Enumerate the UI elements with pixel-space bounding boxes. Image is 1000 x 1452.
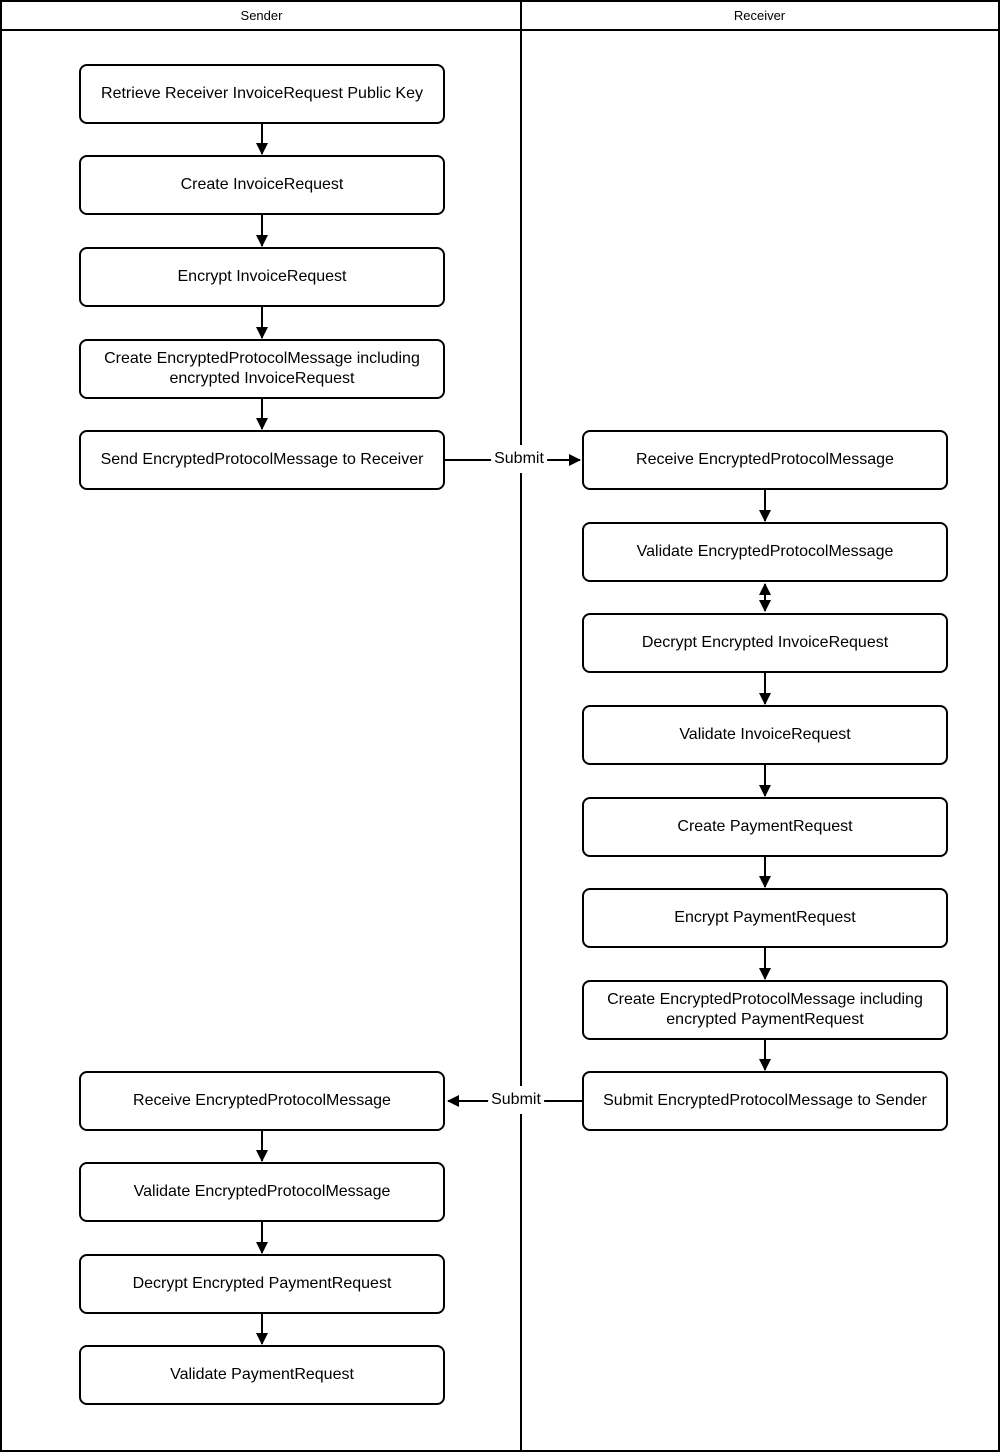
lane-divider (520, 2, 522, 1450)
node-decrypt-encrypted-paymentrequest: Decrypt Encrypted PaymentRequest (79, 1254, 445, 1314)
node-receiver-validate-encryptedprotocolmessage: Validate EncryptedProtocolMessage (582, 522, 948, 582)
node-sender-receive-encryptedprotocolmessage: Receive EncryptedProtocolMessage (79, 1071, 445, 1131)
node-encrypt-invoicerequest: Encrypt InvoiceRequest (79, 247, 445, 307)
node-create-invoicerequest: Create InvoiceRequest (79, 155, 445, 215)
node-validate-invoicerequest: Validate InvoiceRequest (582, 705, 948, 765)
submit-label-forward: Submit (491, 445, 547, 473)
node-decrypt-encrypted-invoicerequest: Decrypt Encrypted InvoiceRequest (582, 613, 948, 673)
node-create-encryptedprotocolmessage-paymentrequest: Create EncryptedProtocolMessage includin… (582, 980, 948, 1040)
node-validate-paymentrequest: Validate PaymentRequest (79, 1345, 445, 1405)
lane-header-receiver: Receiver (733, 8, 786, 23)
node-create-encryptedprotocolmessage-invoicerequest: Create EncryptedProtocolMessage includin… (79, 339, 445, 399)
node-receiver-receive-encryptedprotocolmessage: Receive EncryptedProtocolMessage (582, 430, 948, 490)
lane-header-row: Sender Receiver (2, 2, 998, 31)
submit-label-return: Submit (488, 1086, 544, 1114)
node-retrieve-receiver-invoicerequest-public-key: Retrieve Receiver InvoiceRequest Public … (79, 64, 445, 124)
node-create-paymentrequest: Create PaymentRequest (582, 797, 948, 857)
node-encrypt-paymentrequest: Encrypt PaymentRequest (582, 888, 948, 948)
node-send-encryptedprotocolmessage-to-receiver: Send EncryptedProtocolMessage to Receive… (79, 430, 445, 490)
lane-header-sender: Sender (240, 8, 283, 23)
node-submit-encryptedprotocolmessage-to-sender: Submit EncryptedProtocolMessage to Sende… (582, 1071, 948, 1131)
node-sender-validate-encryptedprotocolmessage: Validate EncryptedProtocolMessage (79, 1162, 445, 1222)
